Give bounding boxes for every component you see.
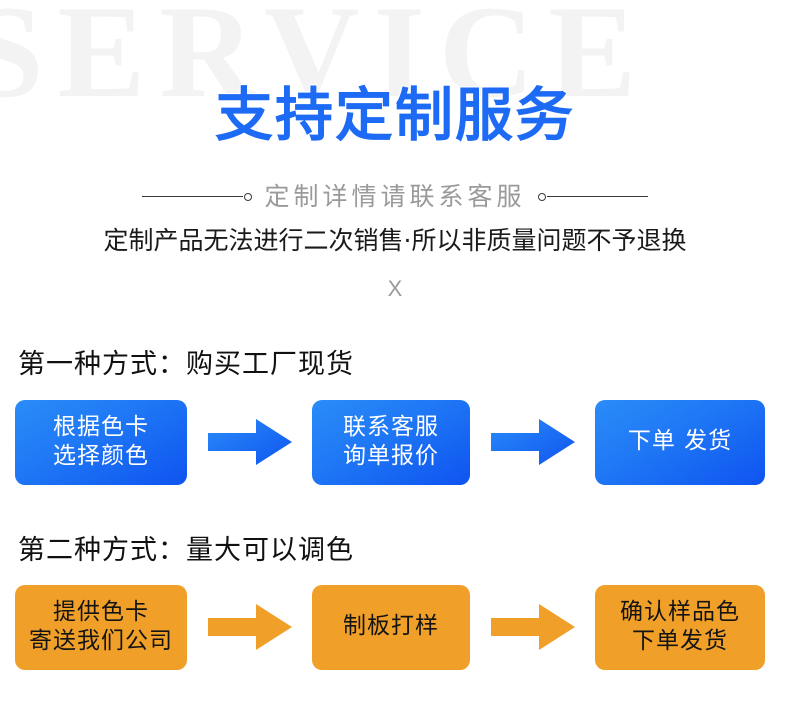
method-2-step-3: 确认样品色 下单发货 — [595, 584, 765, 670]
arrow-right-icon — [470, 419, 595, 465]
method-2-step-1: 提供色卡 寄送我们公司 — [15, 584, 187, 670]
step-line-2: 下单发货 — [632, 628, 728, 654]
step-line-1: 下单 发货 — [627, 428, 733, 455]
method-1-heading: 第一种方式：购买工厂现货 — [18, 349, 354, 380]
divider-line — [142, 196, 244, 197]
page-title: 支持定制服务 — [214, 81, 575, 149]
method-1-step-2: 联系客服 询单报价 — [312, 399, 470, 485]
step-line-2: 询单报价 — [343, 443, 439, 469]
step-line-1: 联系客服 — [343, 413, 439, 440]
subtitle-row: 定制详情请联系客服 — [0, 184, 790, 209]
close-icon: X — [387, 276, 403, 301]
page-subtitle: 定制详情请联系客服 — [264, 182, 526, 211]
divider-right-icon — [537, 192, 648, 201]
arrow-right-icon — [470, 604, 595, 650]
step-line-1: 提供色卡 — [53, 598, 149, 625]
method-2-heading: 第二种方式：量大可以调色 — [18, 535, 354, 566]
divider-left-icon — [142, 192, 253, 201]
arrow-right-icon — [187, 419, 312, 465]
divider-line — [546, 196, 648, 197]
step-line-1: 确认样品色 — [620, 598, 740, 625]
divider-circle-icon — [537, 192, 546, 201]
method-1-step-3: 下单 发货 — [595, 399, 765, 485]
step-line-1: 根据色卡 — [53, 413, 149, 440]
step-line-2: 寄送我们公司 — [29, 628, 173, 654]
method-2-step-2: 制板打样 — [312, 584, 470, 670]
step-line-2: 选择颜色 — [53, 443, 149, 469]
method-2-flow: 提供色卡 寄送我们公司 制板打样 确认样品色 下单发货 — [0, 581, 790, 673]
return-policy-notice: 定制产品无法进行二次销售·所以非质量问题不予退换 — [103, 226, 687, 255]
step-line-1: 制板打样 — [343, 613, 439, 640]
method-1-flow: 根据色卡 选择颜色 联系客服 询单报价 — [0, 396, 790, 488]
arrow-right-icon — [187, 604, 312, 650]
divider-circle-icon — [244, 192, 253, 201]
method-1-step-1: 根据色卡 选择颜色 — [15, 399, 187, 485]
